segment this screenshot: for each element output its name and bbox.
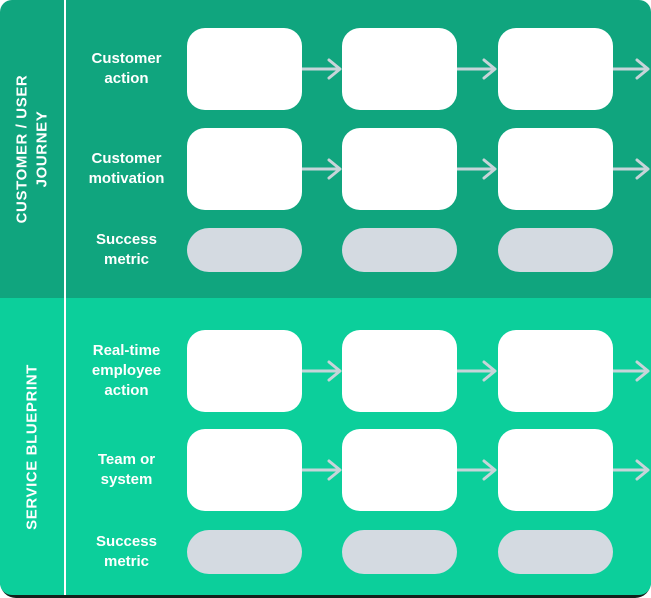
arrow-right-icon	[302, 157, 342, 181]
label-column-divider	[64, 0, 66, 595]
team-system-box-2	[342, 429, 457, 511]
row-label-success-metric: Success metric	[96, 230, 157, 268]
section-customer-journey: CUSTOMER / USER JOURNEY Customer action …	[0, 0, 651, 298]
employee-action-box-2	[342, 330, 457, 412]
team-system-box-1	[187, 429, 302, 511]
row-label-customer-action: Customer action	[91, 49, 162, 87]
journey-success-metric-pill-3	[498, 228, 613, 272]
arrow-right-icon	[457, 458, 497, 482]
customer-action-box-1	[187, 28, 302, 110]
section-service-blueprint: SERVICE BLUEPRINT Real-time employee act…	[0, 298, 651, 595]
arrow-right-icon	[457, 157, 497, 181]
customer-motivation-box-1	[187, 128, 302, 210]
row-label-team-or-system: Team or system	[97, 450, 156, 488]
arrow-right-icon	[457, 57, 497, 81]
employee-action-box-1	[187, 330, 302, 412]
row-label-employee-action: Real-time employee action	[91, 341, 162, 400]
arrow-right-icon	[302, 57, 342, 81]
journey-success-metric-pill-1	[187, 228, 302, 272]
customer-action-box-2	[342, 28, 457, 110]
blueprint-success-metric-pill-1	[187, 530, 302, 574]
employee-action-box-3	[498, 330, 613, 412]
arrow-right-icon	[613, 57, 651, 81]
team-system-box-3	[498, 429, 613, 511]
customer-motivation-box-3	[498, 128, 613, 210]
blueprint-success-metric-pill-2	[342, 530, 457, 574]
section-title-customer-journey: CUSTOMER / USER JOURNEY	[13, 74, 51, 224]
arrow-right-icon	[613, 359, 651, 383]
row-label-success-metric: Success metric	[96, 532, 157, 570]
arrow-right-icon	[457, 359, 497, 383]
journey-success-metric-pill-2	[342, 228, 457, 272]
arrow-right-icon	[302, 359, 342, 383]
arrow-right-icon	[302, 458, 342, 482]
customer-motivation-box-2	[342, 128, 457, 210]
arrow-right-icon	[613, 157, 651, 181]
customer-action-box-3	[498, 28, 613, 110]
section-title-service-blueprint: SERVICE BLUEPRINT	[23, 363, 41, 530]
arrow-right-icon	[613, 458, 651, 482]
row-label-customer-motivation: Customer motivation	[88, 149, 165, 187]
blueprint-success-metric-pill-3	[498, 530, 613, 574]
